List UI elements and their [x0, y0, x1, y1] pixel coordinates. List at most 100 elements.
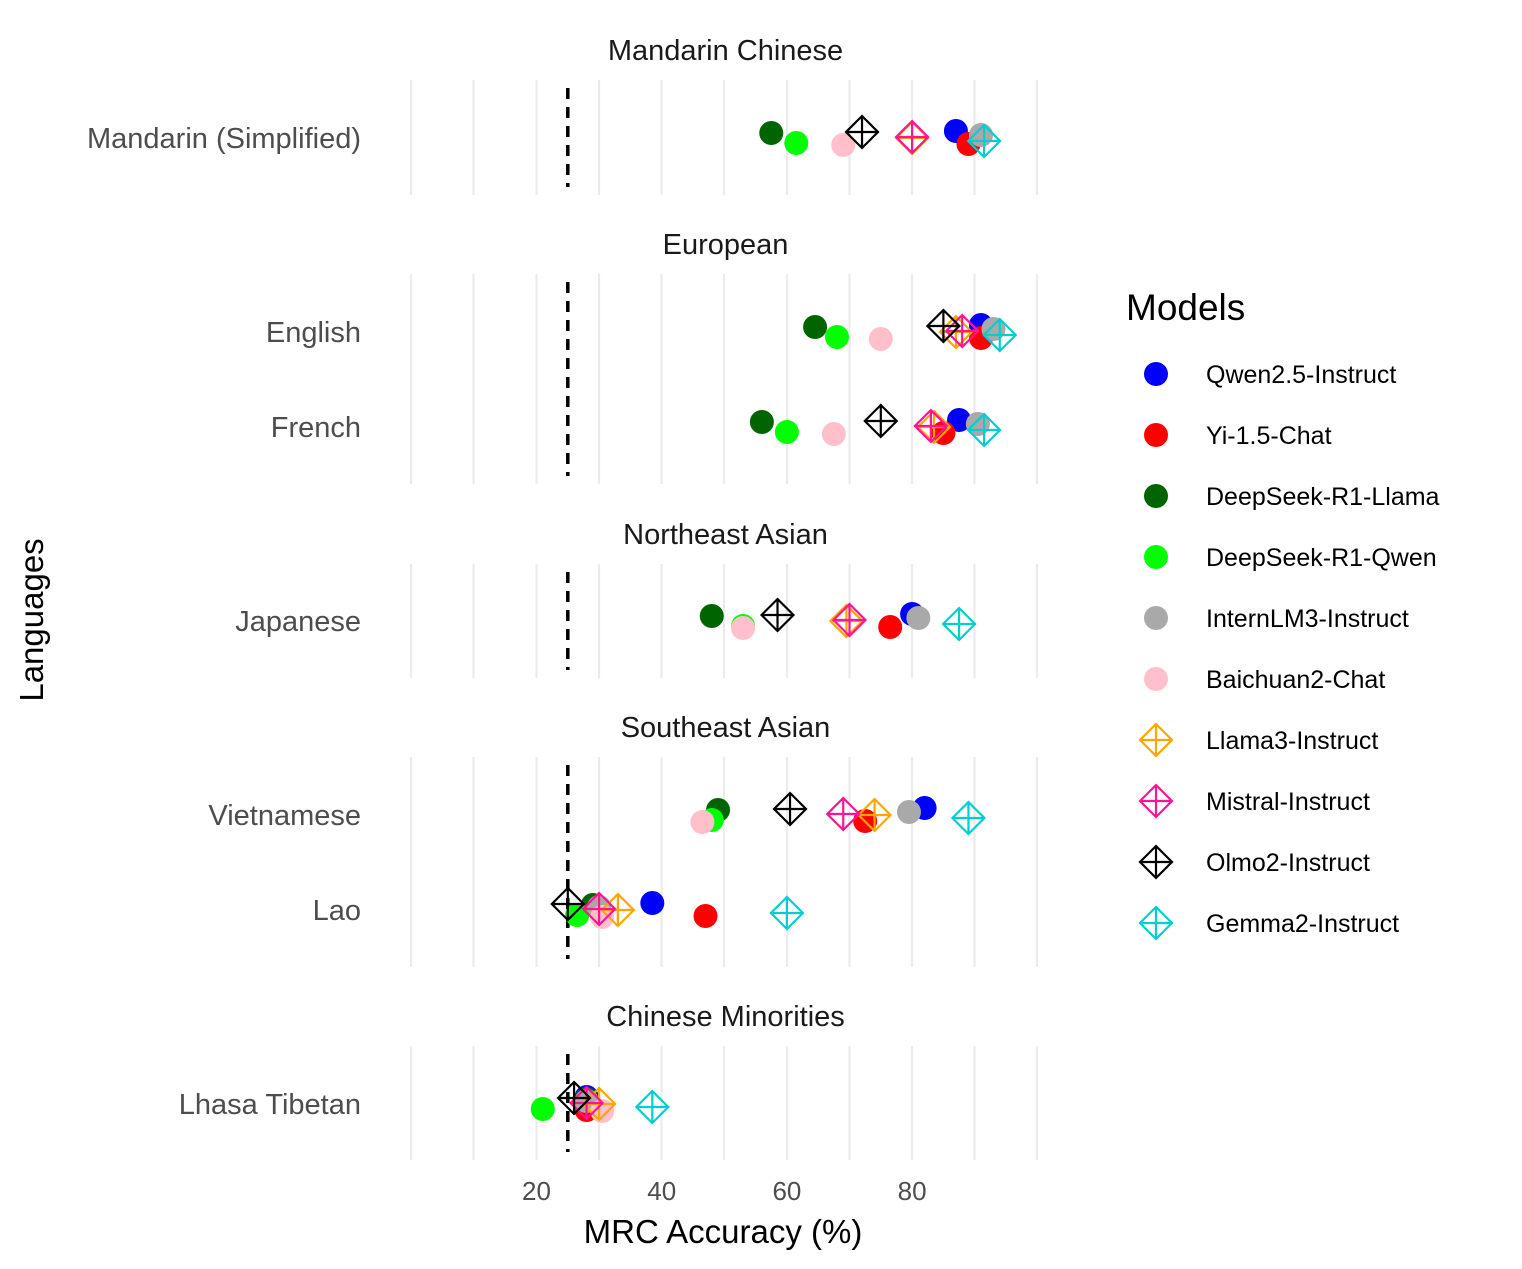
x-axis: 20 40 60 80	[522, 1176, 927, 1206]
legend-internlm3-instruct-point	[1144, 606, 1168, 630]
row-japanese	[699, 597, 977, 642]
facet-title: Mandarin Chinese	[608, 35, 843, 67]
legend-olmo2-instruct-point	[1138, 844, 1174, 880]
legend-item-qwen2-5-instruct: Qwen2.5-Instruct	[1144, 361, 1396, 389]
row-vietnamese	[690, 791, 986, 836]
legend-label: Baichuan2-Chat	[1206, 666, 1385, 694]
legend-item-gemma2-instruct: Gemma2-Instruct	[1138, 905, 1399, 941]
legend-deepseek-r1-llama-point	[1144, 484, 1168, 508]
gemma2-instruct-point	[634, 1089, 670, 1125]
facet-title: Southeast Asian	[621, 712, 831, 744]
baichuan2-chat-point	[690, 810, 715, 834]
row-label-lao: Lao	[313, 895, 361, 927]
row-french	[749, 403, 1002, 448]
x-axis-title: MRC Accuracy (%)	[584, 1213, 863, 1250]
legend-label: Gemma2-Instruct	[1206, 910, 1399, 938]
deepseek-r1-llama-point	[699, 604, 724, 628]
legend-label: InternLM3-Instruct	[1206, 605, 1409, 633]
deepseek-r1-qwen-point	[784, 131, 809, 155]
olmo2-instruct-point	[863, 403, 899, 439]
legend-label: DeepSeek-R1-Qwen	[1206, 544, 1437, 572]
legend-item-olmo2-instruct: Olmo2-Instruct	[1138, 844, 1370, 880]
x-tick-label: 60	[772, 1176, 801, 1206]
legend-mistral-instruct-point	[1138, 783, 1174, 819]
y-axis-title: Languages	[13, 538, 50, 701]
legend-qwen2-5-instruct-point	[1144, 362, 1168, 386]
x-tick-label: 80	[898, 1176, 927, 1206]
legend-item-mistral-instruct: Mistral-Instruct	[1138, 783, 1370, 819]
row-english	[803, 308, 1018, 353]
internlm3-instruct-point	[896, 800, 921, 824]
legend-label: Qwen2.5-Instruct	[1206, 361, 1396, 389]
row-label-japanese: Japanese	[235, 606, 361, 638]
row-label-lhasa-tibetan: Lhasa Tibetan	[179, 1089, 361, 1121]
olmo2-instruct-point	[759, 597, 796, 633]
olmo2-instruct-point	[556, 1080, 592, 1116]
legend-title: Models	[1126, 287, 1245, 328]
facet-title: European	[663, 229, 789, 261]
baichuan2-chat-point	[731, 616, 756, 640]
row-label-english: English	[266, 317, 361, 349]
legend-item-baichuan2-chat: Baichuan2-Chat	[1144, 666, 1385, 694]
row-lao	[550, 886, 805, 931]
olmo2-instruct-point	[844, 114, 880, 150]
legend-label: Llama3-Instruct	[1206, 727, 1378, 755]
mistral-instruct-point	[581, 891, 617, 927]
yi-1-5-chat-point	[693, 904, 718, 928]
legend-yi-1-5-chat-point	[1144, 423, 1168, 447]
deepseek-r1-qwen-point	[824, 325, 849, 349]
gemma2-instruct-point	[950, 800, 986, 836]
legend-label: Olmo2-Instruct	[1206, 849, 1370, 877]
x-tick-label: 40	[647, 1176, 676, 1206]
legend-baichuan2-chat-point	[1144, 667, 1168, 691]
baichuan2-chat-point	[868, 327, 893, 351]
llama3-instruct-point	[856, 797, 893, 833]
x-tick-label: 20	[522, 1176, 551, 1206]
legend-item-yi-1-5-chat: Yi-1.5-Chat	[1144, 422, 1332, 450]
legend-item-internlm3-instruct: InternLM3-Instruct	[1144, 605, 1409, 633]
mistral-instruct-point	[825, 796, 861, 832]
row-lhasa-tibetan	[530, 1080, 670, 1125]
legend-items: Qwen2.5-InstructYi-1.5-ChatDeepSeek-R1-L…	[1138, 361, 1440, 941]
deepseek-r1-qwen-point	[774, 420, 799, 444]
facet-title: Northeast Asian	[623, 519, 828, 551]
legend-label: DeepSeek-R1-Llama	[1206, 483, 1440, 511]
qwen2-5-instruct-point	[640, 891, 665, 915]
internlm3-instruct-point	[906, 606, 931, 630]
gemma2-instruct-point	[966, 123, 1002, 159]
row-label-vietnamese: Vietnamese	[208, 800, 361, 832]
olmo2-instruct-point	[925, 308, 961, 344]
legend-item-deepseek-r1-qwen: DeepSeek-R1-Qwen	[1144, 544, 1437, 572]
deepseek-r1-qwen-point	[530, 1097, 555, 1121]
gemma2-instruct-point	[941, 606, 977, 642]
gemma2-instruct-point	[982, 317, 1018, 353]
mistral-instruct-point	[831, 602, 868, 638]
legend-deepseek-r1-qwen-point	[1144, 545, 1168, 569]
row-mandarin-simplified	[759, 114, 1002, 159]
mistral-instruct-point	[894, 119, 930, 155]
gemma2-instruct-point	[769, 895, 805, 931]
baichuan2-chat-point	[831, 133, 856, 157]
yi-1-5-chat-point	[878, 615, 903, 639]
legend-item-deepseek-r1-llama: DeepSeek-R1-Llama	[1144, 483, 1440, 511]
legend-gemma2-instruct-point	[1138, 905, 1174, 941]
legend-label: Mistral-Instruct	[1206, 788, 1370, 816]
row-label-mandarin-simplified: Mandarin (Simplified)	[87, 123, 361, 155]
legend-llama3-instruct-point	[1138, 722, 1174, 758]
deepseek-r1-llama-point	[759, 121, 784, 145]
facet-title: Chinese Minorities	[606, 1001, 845, 1033]
gemma2-instruct-point	[966, 412, 1002, 448]
baichuan2-chat-point	[821, 422, 846, 446]
olmo2-instruct-point	[550, 886, 586, 922]
legend-item-llama3-instruct: Llama3-Instruct	[1138, 722, 1378, 758]
deepseek-r1-llama-point	[749, 410, 774, 434]
deepseek-r1-llama-point	[803, 315, 828, 339]
mistral-instruct-point	[913, 408, 949, 444]
